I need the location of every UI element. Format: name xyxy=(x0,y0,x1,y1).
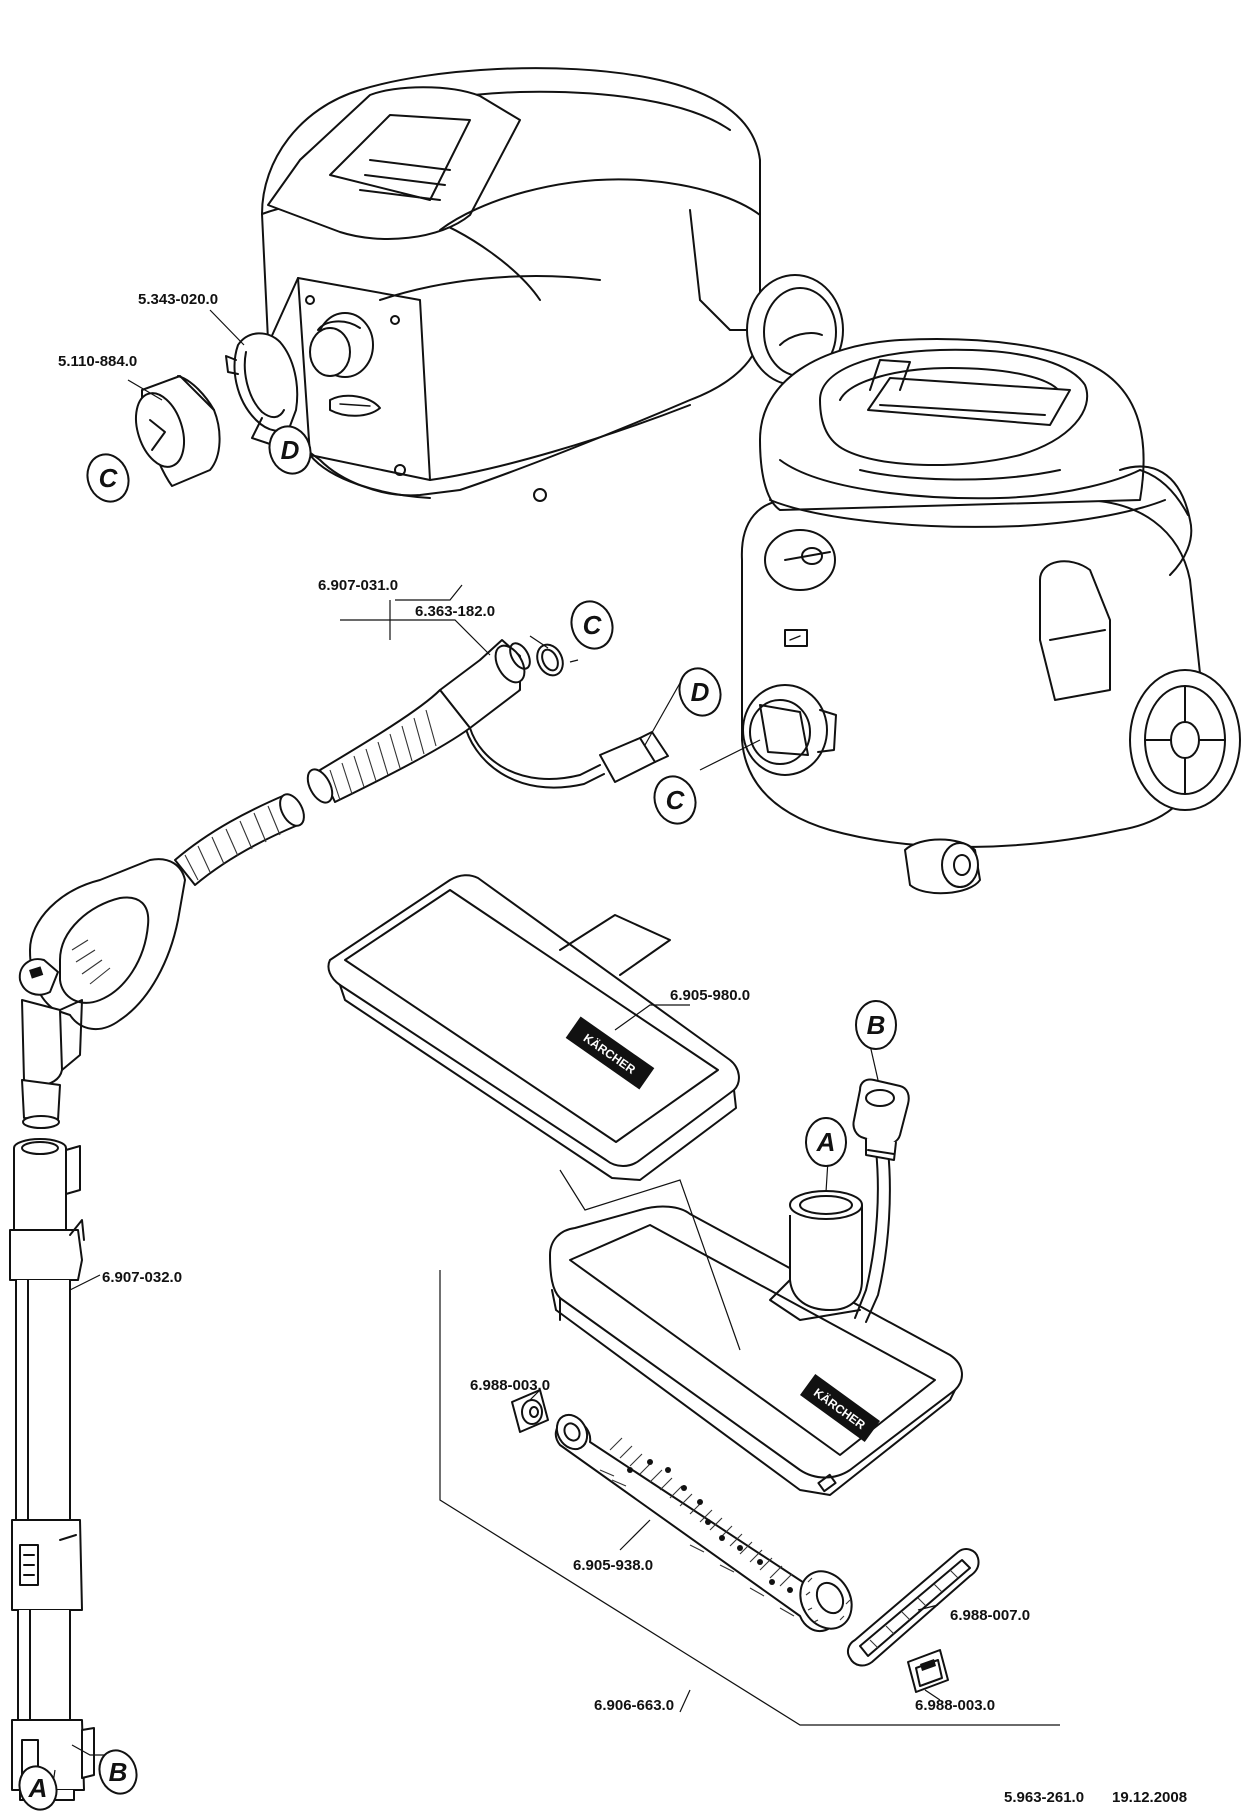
callout-marker-c: C xyxy=(653,775,697,825)
callout-marker-d: D xyxy=(678,667,722,717)
part-number-labels: 5.343-020.0 5.110-884.0 6.907-031.0 6.36… xyxy=(58,291,1030,1714)
callout-marker-b: B xyxy=(855,1000,897,1050)
callout-letter: B xyxy=(109,1757,128,1787)
part-label: 6.907-031.0 xyxy=(318,577,398,594)
vacuum-main-unit-drawing xyxy=(740,338,1241,895)
part-label: 5.110-884.0 xyxy=(58,353,137,370)
document-number: 5.963-261.0 xyxy=(1004,1789,1084,1806)
part-label: 6.907-032.0 xyxy=(102,1269,182,1286)
drive-belt-drawing xyxy=(846,1548,980,1667)
callout-marker-a: A xyxy=(18,1765,58,1811)
nozzle-upper-cover-drawing: KÄRCHER xyxy=(327,874,740,1181)
callout-marker-c: C xyxy=(570,600,614,650)
bearing-upper-drawing xyxy=(511,1389,549,1433)
floor-nozzle-base-drawing: KÄRCHER xyxy=(549,1078,963,1496)
adapter-sleeve-drawing xyxy=(135,375,221,487)
callout-letter: A xyxy=(28,1773,48,1803)
drawing-footer: 5.963-261.0 19.12.2008 xyxy=(1004,1789,1187,1806)
part-label: 6.905-938.0 xyxy=(573,1557,653,1574)
callout-letter: C xyxy=(99,463,119,493)
leader-lines xyxy=(51,309,1060,1791)
part-label: 6.363-182.0 xyxy=(415,603,495,620)
callout-letter: D xyxy=(281,435,300,465)
callout-markers: C D C D C B A A xyxy=(18,425,897,1811)
vacuum-body-upper-drawing xyxy=(261,67,844,502)
brush-roller-drawing xyxy=(554,1413,853,1632)
callout-marker-d: D xyxy=(268,425,312,475)
part-label: 6.988-007.0 xyxy=(950,1607,1030,1624)
bearing-lower-drawing xyxy=(907,1649,949,1693)
document-date: 19.12.2008 xyxy=(1112,1789,1187,1806)
suction-hose-drawing xyxy=(18,639,669,1129)
telescopic-tube-drawing xyxy=(9,1138,95,1801)
callout-letter: C xyxy=(666,785,686,815)
part-label: 6.906-663.0 xyxy=(594,1697,674,1714)
part-label: 6.988-003.0 xyxy=(915,1697,995,1714)
part-label: 6.905-980.0 xyxy=(670,987,750,1004)
part-label: 5.343-020.0 xyxy=(138,291,218,308)
callout-letter: A xyxy=(816,1127,836,1157)
callout-marker-b: B xyxy=(98,1749,138,1795)
callout-marker-a: A xyxy=(805,1117,847,1167)
callout-letter: D xyxy=(691,677,710,707)
callout-marker-c: C xyxy=(86,453,130,503)
callout-letter: B xyxy=(867,1010,886,1040)
callout-letter: C xyxy=(583,610,603,640)
part-label: 6.988-003.0 xyxy=(470,1377,550,1394)
